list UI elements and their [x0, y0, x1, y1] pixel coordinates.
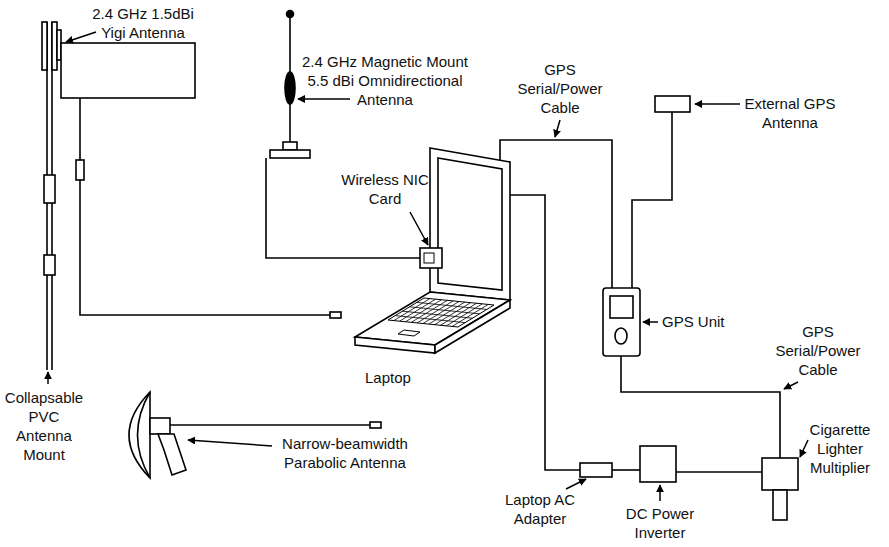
callout-label: 2.4 GHz 1.5dBi Yigi Antenna [86, 4, 201, 42]
callout-label: 2.4 GHz Magnetic Mount 5.5 dBi Omnidirec… [298, 52, 473, 109]
callout-label: Laptop [365, 368, 411, 387]
callout-label: Laptop AC Adapter [498, 490, 583, 528]
callout-label: Wireless NIC Card [335, 170, 435, 208]
callout-label: Cigarette Lighter Multiplier [810, 420, 871, 477]
callout-label: GPS Serial/Power Cable [771, 322, 866, 379]
callout-label: GPS Unit [662, 312, 725, 331]
gps-and-power [500, 96, 798, 520]
callout-label: Narrow-beamwidth Parabolic Antenna [278, 434, 413, 472]
callout-label: External GPS Antenna [738, 94, 843, 132]
callout-label: GPS Serial/Power Cable [513, 60, 608, 117]
leader-arrows [48, 32, 808, 501]
omni-antenna [266, 11, 420, 259]
callout-label: Collapsable PVC Antenna Mount [5, 388, 83, 464]
callout-label: DC Power Inverter [618, 504, 703, 542]
yagi-antenna [42, 22, 341, 370]
